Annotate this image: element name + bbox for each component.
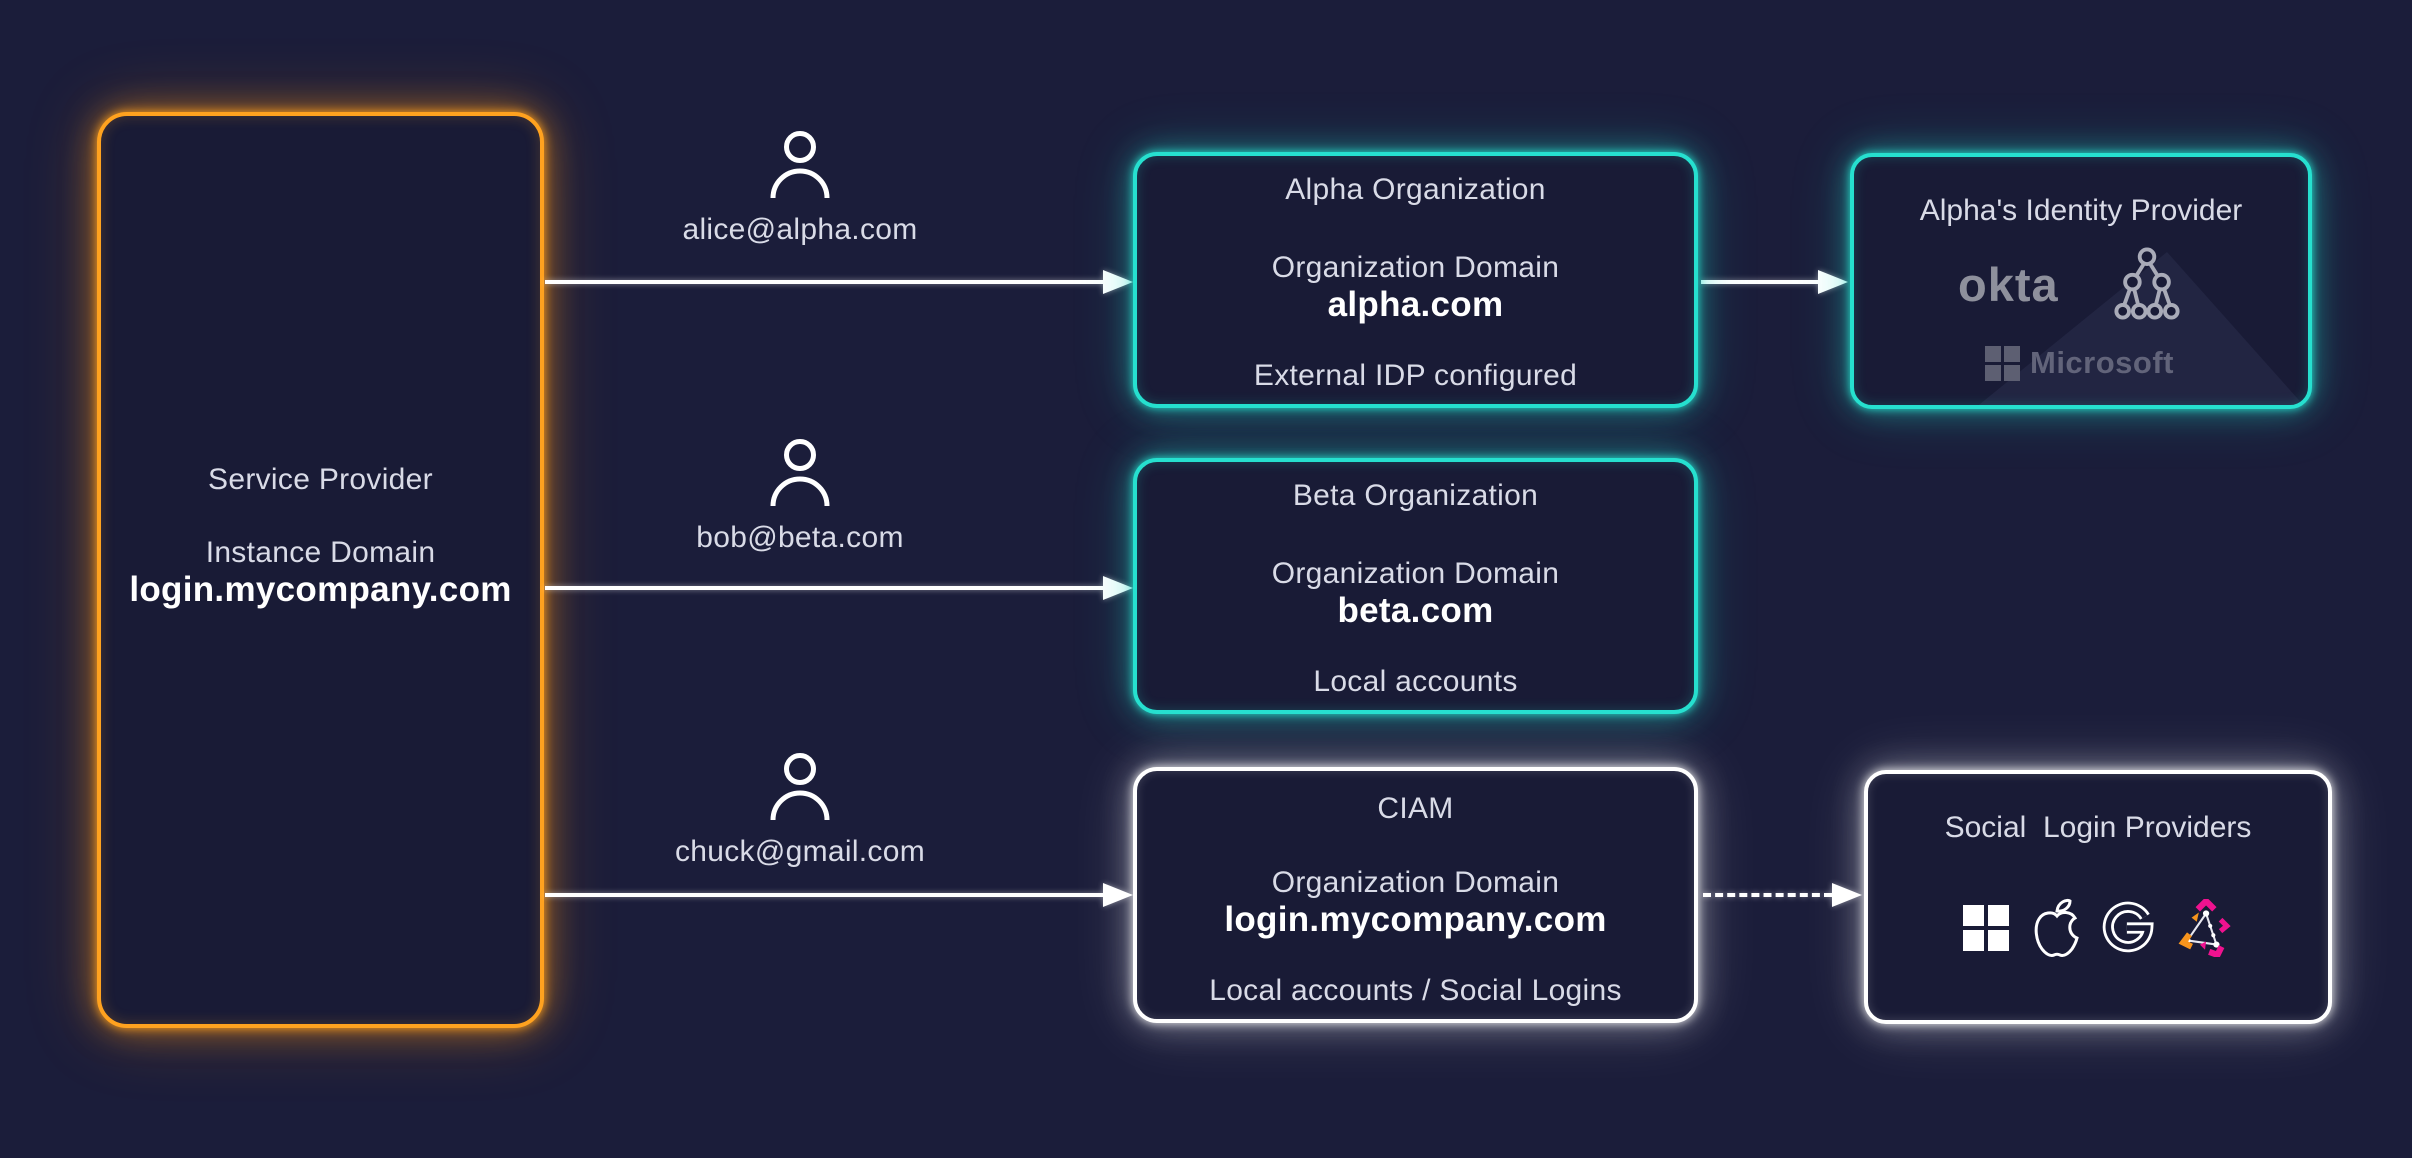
- user-email: chuck@gmail.com: [674, 835, 926, 868]
- org-domain-label: Organization Domain: [1271, 557, 1560, 590]
- arrow-service-to-beta: [545, 576, 1133, 600]
- org-title: Beta Organization: [1292, 479, 1539, 512]
- idp-title: Alpha's Identity Provider: [1919, 194, 2243, 227]
- directory-tree-icon: [2114, 247, 2180, 320]
- microsoft-icon: [1963, 905, 2009, 951]
- person-icon: [770, 439, 830, 507]
- ciam-organization-box: CIAM Organization Domain login.mycompany…: [1133, 767, 1698, 1023]
- org-domain: alpha.com: [1327, 285, 1504, 324]
- microsoft-squares-icon: [1985, 345, 2020, 381]
- microsoft-wordmark: Microsoft: [2030, 345, 2174, 380]
- microsoft-logo: Microsoft: [1985, 345, 2174, 381]
- alpha-organization-box: Alpha Organization Organization Domain a…: [1133, 152, 1698, 408]
- google-icon: [2102, 901, 2154, 953]
- okta-logo: okta: [1958, 258, 2059, 311]
- org-note: Local accounts: [1313, 665, 1518, 698]
- person-icon: [770, 753, 830, 821]
- arrow-ciam-to-social: [1703, 883, 1862, 907]
- arrow-service-to-alpha: [545, 270, 1133, 294]
- org-domain-label: Organization Domain: [1271, 251, 1560, 284]
- service-provider-domain-label: Instance Domain: [205, 536, 436, 569]
- arrow-service-to-ciam: [545, 883, 1133, 907]
- service-provider-title: Service Provider: [208, 463, 433, 496]
- person-icon: [770, 131, 830, 199]
- org-title: CIAM: [1377, 792, 1454, 825]
- service-provider-box: Service Provider Instance Domain login.m…: [97, 112, 544, 1028]
- social-title: Social Login Providers: [1944, 811, 2252, 844]
- org-note: Local accounts / Social Logins: [1209, 974, 1622, 1007]
- zitadel-icon: [2178, 899, 2231, 957]
- org-domain: login.mycompany.com: [1224, 900, 1607, 939]
- beta-organization-box: Beta Organization Organization Domain be…: [1133, 458, 1698, 714]
- org-note: External IDP configured: [1253, 359, 1578, 392]
- social-icons-row: [1868, 898, 2328, 958]
- org-domain: beta.com: [1337, 591, 1494, 630]
- arrow-alpha-to-idp: [1701, 270, 1848, 294]
- apple-icon: [2034, 898, 2079, 957]
- org-title: Alpha Organization: [1285, 173, 1546, 206]
- service-provider-domain: login.mycompany.com: [129, 570, 512, 609]
- user-email: bob@beta.com: [696, 521, 904, 554]
- user-alice: alice@alpha.com: [640, 130, 960, 247]
- user-chuck: chuck@gmail.com: [640, 752, 960, 869]
- social-login-providers-box: Social Login Providers: [1864, 770, 2332, 1024]
- alpha-identity-provider-box: Alpha's Identity Provider okta Microsoft: [1850, 153, 2312, 409]
- org-domain-label: Organization Domain: [1271, 866, 1560, 899]
- user-email: alice@alpha.com: [682, 213, 918, 246]
- user-bob: bob@beta.com: [640, 438, 960, 555]
